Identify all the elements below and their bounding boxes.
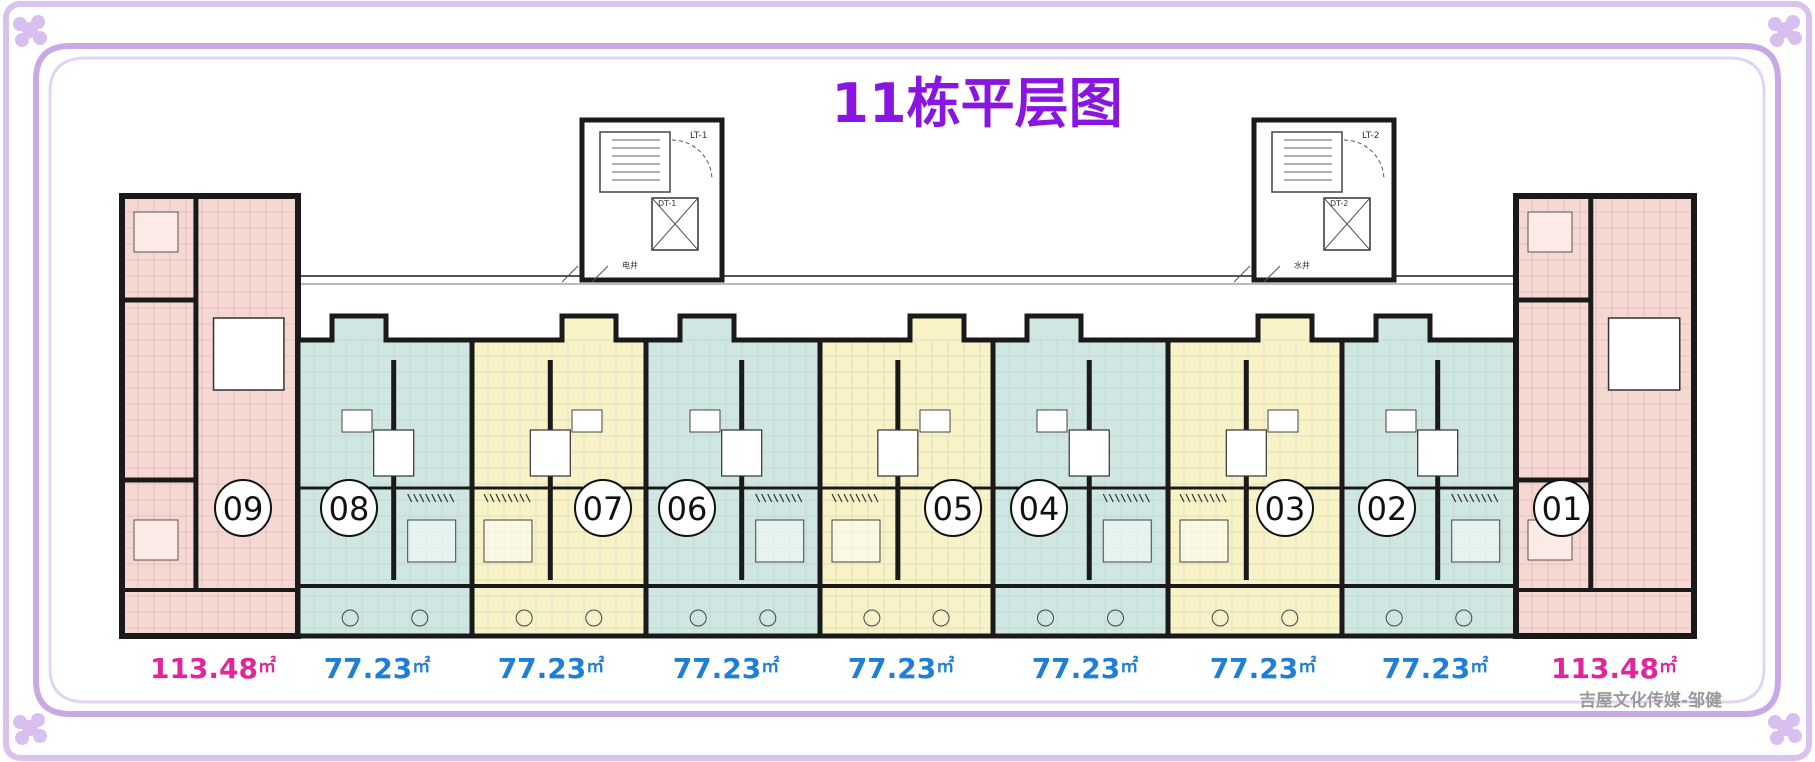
plan-title: 11栋平层图 [831, 72, 1122, 135]
flower-ornament-tl [13, 15, 47, 47]
unit-area-04: 77.23㎡ [1032, 652, 1139, 685]
area-labels: 113.48㎡ 77.23㎡ 77.23㎡ 77.23㎡ 77.23㎡ 77.23㎡ 77.… [150, 652, 1677, 685]
unit-06: 06 [643, 313, 823, 639]
unit-number-badge: 07 [574, 479, 632, 537]
core-label: LT-1 [690, 131, 707, 141]
unit-area-09: 113.48㎡ [150, 652, 276, 685]
unit-number-badge: 03 [1256, 479, 1314, 537]
unit-area-01: 113.48㎡ [1551, 652, 1677, 685]
unit-number: 09 [223, 490, 264, 528]
stair-cores: LT-1DT-1 电井 LT-2DT-2 水井 [561, 117, 1397, 283]
decorative-frame [3, 1, 1812, 761]
unit-02: 02 [1339, 313, 1519, 639]
flower-ornament-br [1768, 713, 1802, 745]
unit-number-badge: 06 [658, 479, 716, 537]
credit-watermark: 吉屋文化传媒-邹健 [1579, 690, 1722, 711]
unit-09: 09 [119, 193, 301, 639]
unit-05: 05 [817, 313, 996, 639]
unit-04: 04 [990, 313, 1171, 639]
unit-number: 01 [1542, 490, 1583, 528]
unit-number: 04 [1019, 490, 1060, 528]
unit-number-badge: 08 [320, 479, 378, 537]
unit-number: 05 [933, 490, 974, 528]
unit-area-05: 77.23㎡ [848, 652, 955, 685]
unit-area-06: 77.23㎡ [673, 652, 780, 685]
lift-label: DT-2 [1330, 199, 1348, 208]
unit-07: 07 [469, 313, 649, 639]
shaft-label: 电井 [622, 260, 638, 270]
unit-number-badge: 04 [1010, 479, 1068, 537]
shaft-label: 水井 [1294, 260, 1310, 270]
unit-number-badge: 05 [924, 479, 982, 537]
unit-area-03: 77.23㎡ [1210, 652, 1317, 685]
stair-core-2: LT-2DT-2 水井 [1233, 117, 1397, 283]
unit-number-badge: 02 [1358, 479, 1416, 537]
unit-area-02: 77.23㎡ [1382, 652, 1489, 685]
unit-number: 06 [667, 490, 708, 528]
flower-ornament-bl [13, 713, 47, 745]
unit-area-08: 77.23㎡ [324, 652, 431, 685]
unit-01: 01 [1513, 193, 1697, 639]
unit-number: 03 [1265, 490, 1306, 528]
unit-number: 02 [1367, 490, 1408, 528]
unit-03: 03 [1165, 313, 1345, 639]
unit-08: 08 [295, 313, 475, 639]
unit-number: 07 [583, 490, 624, 528]
unit-number-badge: 01 [1533, 479, 1591, 537]
lift-label: DT-1 [658, 199, 676, 208]
unit-number: 08 [329, 490, 370, 528]
unit-number-badge: 09 [214, 479, 272, 537]
core-label: LT-2 [1362, 131, 1379, 141]
flower-ornament-tr [1768, 15, 1802, 47]
unit-area-07: 77.23㎡ [498, 652, 605, 685]
apartment-units: 09 08 07 06 05 04 03 02 01 [119, 193, 1697, 639]
stair-core-1: LT-1DT-1 电井 [561, 117, 725, 283]
